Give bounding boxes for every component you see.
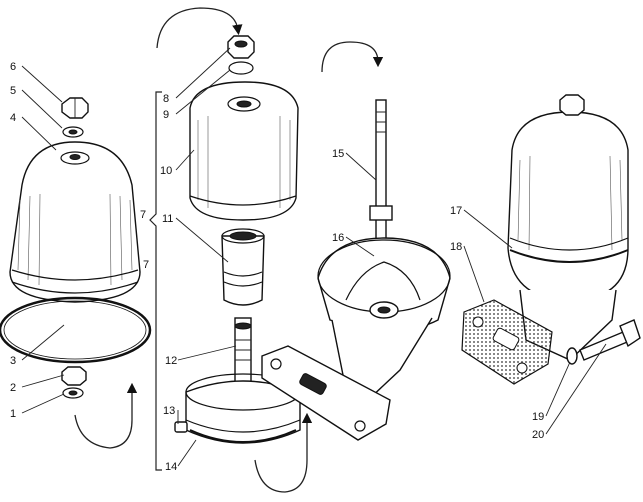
rotor-base bbox=[185, 380, 301, 444]
cap-washer bbox=[62, 126, 84, 138]
label-19: 19 bbox=[532, 411, 544, 423]
label-13: 13 bbox=[163, 405, 175, 417]
label-1: 1 bbox=[10, 408, 16, 420]
sealing-ring bbox=[0, 296, 152, 364]
label-2: 2 bbox=[10, 382, 16, 394]
label-17: 17 bbox=[450, 205, 462, 217]
label-14: 14 bbox=[165, 461, 177, 473]
label-7-left: 7 bbox=[143, 259, 149, 271]
label-16: 16 bbox=[332, 232, 344, 244]
label-5: 5 bbox=[10, 85, 16, 97]
label-18: 18 bbox=[450, 241, 462, 253]
left-housing-assembly bbox=[0, 97, 152, 449]
label-20: 20 bbox=[532, 429, 544, 441]
center-rotor-assembly bbox=[149, 7, 313, 493]
label-7-center: 7 bbox=[140, 209, 146, 221]
assembled-nut bbox=[559, 94, 585, 116]
bottom-washer bbox=[62, 387, 84, 399]
assembled-unit bbox=[461, 94, 641, 385]
label-12: 12 bbox=[165, 355, 177, 367]
filter-tube bbox=[221, 235, 265, 306]
label-4: 4 bbox=[10, 112, 16, 124]
valve-body-assembly bbox=[261, 41, 451, 441]
label-15: 15 bbox=[332, 148, 344, 160]
label-10: 10 bbox=[160, 165, 172, 177]
label-3: 3 bbox=[10, 355, 16, 367]
mount-washer bbox=[566, 347, 578, 365]
housing-cap bbox=[9, 141, 141, 303]
leader-lines bbox=[21, 47, 607, 467]
rotor-washer bbox=[228, 61, 254, 75]
callout-labels: 6 5 4 7 3 2 1 8 9 10 7 11 12 13 14 15 16… bbox=[10, 61, 544, 473]
valve-flange bbox=[261, 345, 391, 441]
label-9: 9 bbox=[163, 109, 169, 121]
valve-stud bbox=[375, 99, 387, 251]
label-6: 6 bbox=[10, 61, 16, 73]
filter-cap bbox=[189, 81, 299, 221]
assembled-housing bbox=[507, 111, 629, 301]
jet-plug bbox=[174, 421, 188, 433]
label-11: 11 bbox=[162, 213, 173, 225]
bottom-nut bbox=[61, 366, 87, 386]
label-8: 8 bbox=[163, 93, 169, 105]
